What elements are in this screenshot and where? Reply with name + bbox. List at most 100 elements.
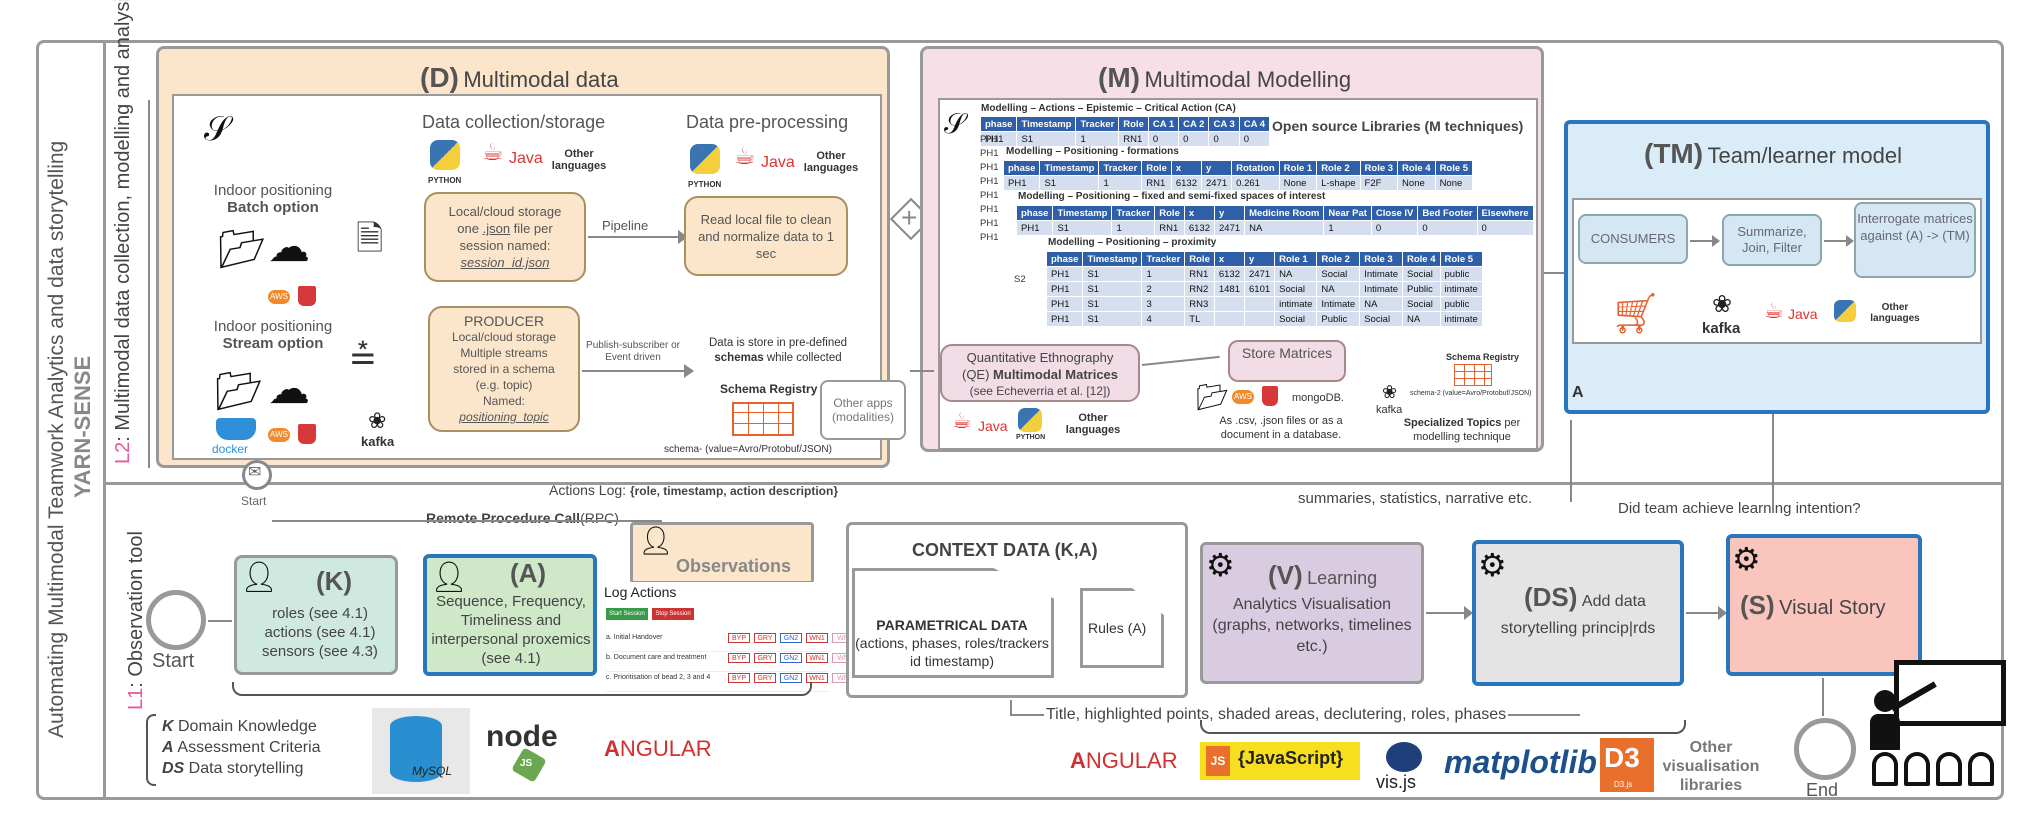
table4-header-cell: Role 4	[1402, 251, 1441, 267]
table3-cell: 0	[1417, 220, 1478, 236]
log-tag-button[interactable]: GN2	[780, 653, 802, 663]
table4-cell: S1	[1082, 296, 1143, 312]
specialized-topics: Specialized Topics per modelling techniq…	[1396, 416, 1528, 444]
log-tag-button[interactable]: GRY	[754, 633, 776, 643]
local-storage-card: Local/cloud storage one .json file per s…	[424, 192, 586, 282]
person-icon-obs: 👤︎	[638, 525, 674, 556]
table2-cell: PH1	[1002, 175, 1041, 191]
producer-4: (e.g. topic)	[475, 378, 533, 392]
table4-cell: Social	[1359, 311, 1403, 327]
stop-session-button[interactable]: Stop Session	[652, 608, 694, 620]
m-letter: (M)	[1098, 62, 1140, 93]
table4-cell	[1213, 311, 1246, 327]
table4-cell: S1	[1082, 281, 1143, 297]
legend-key: K	[162, 718, 178, 735]
log-tag-button[interactable]: WN1	[806, 653, 828, 663]
actions-log-b: {role, timestamp, action description}	[629, 484, 838, 498]
table2-header-cell: phase	[1002, 160, 1041, 176]
other-vis-label: Other visualisation libraries	[1662, 739, 1760, 794]
local-storage-4: session_id.json	[460, 255, 550, 270]
table1-cell: 0	[1238, 131, 1271, 147]
table3-cell: 0	[1476, 220, 1534, 236]
ds-to-s-arrowhead	[1718, 606, 1727, 620]
table4-cell	[1213, 296, 1246, 312]
docker-label: docker	[212, 442, 249, 456]
envelope-icon: ✉	[248, 464, 262, 481]
log-row-label: b. Document care and treatment	[606, 654, 707, 661]
python-logo-icon-tm	[1834, 300, 1856, 322]
stream-label: Stream option	[222, 335, 324, 352]
end-event	[1794, 718, 1856, 780]
local-storage-2a: one	[457, 221, 483, 236]
table2-header-cell: x	[1170, 160, 1203, 176]
table1-header-cell: CA 1	[1147, 116, 1180, 132]
table3-header-cell: y	[1213, 205, 1246, 221]
tm-title-text: Team/learner model	[1707, 143, 1902, 168]
audience-1	[1872, 752, 1898, 786]
qe-1: Quantitative Ethnography	[966, 350, 1114, 365]
table4-cell: 2	[1141, 281, 1186, 297]
table4-cell: 6132	[1213, 266, 1246, 282]
producer-1: Local/cloud storage	[451, 330, 557, 344]
store-matrices-label: Store Matrices	[1241, 345, 1333, 361]
log-row[interactable]: b. Document care and treatment BYP GRY GN2 W…	[606, 652, 854, 672]
parametrical-desc: (actions, phases, roles/trackers id time…	[855, 635, 1049, 669]
v-title: (V) Learning	[1268, 560, 1377, 591]
log-tag-button[interactable]: GRY	[754, 673, 776, 683]
tm-letter: (TM)	[1644, 138, 1704, 169]
producer-6: positioning_topic	[459, 410, 549, 424]
k-letter: (K)	[316, 566, 353, 596]
read-local-card: Read local file to clean and normalize d…	[684, 196, 848, 276]
table4-header-cell: Tracker	[1141, 251, 1186, 267]
indoor-label-1: Indoor positioning	[213, 182, 333, 199]
v-to-ds-arrow	[1426, 612, 1466, 614]
producer-title: PRODUCER	[463, 313, 545, 329]
left-column-divider	[103, 40, 106, 800]
table4-cell: PH1	[1045, 311, 1084, 327]
table4-cell: PH1	[1045, 296, 1084, 312]
table4-cell: PH1	[1045, 266, 1084, 282]
log-row-label: a. Initial Handover	[606, 634, 663, 641]
ph-stub: PH1	[980, 232, 999, 243]
table2-cell: 6132	[1170, 175, 1203, 191]
table1-cell: 0	[1208, 131, 1240, 147]
angular-a: A	[604, 736, 620, 761]
log-tag-button[interactable]: BYP	[728, 633, 750, 643]
start-session-button[interactable]: Start Session	[606, 608, 648, 620]
log-tag-button[interactable]: GN2	[780, 633, 802, 643]
local-storage-3: session named:	[459, 238, 551, 253]
actions-log: Actions Log: {role, timestamp, action de…	[549, 482, 838, 498]
log-tag-button[interactable]: WN1	[806, 633, 828, 643]
legend-item: A Assessment Criteria	[162, 737, 321, 758]
k-card	[234, 555, 398, 675]
visjs-eye-icon	[1386, 742, 1422, 772]
table2-cell: None	[1397, 175, 1436, 191]
visjs-label: vis.js	[1376, 772, 1416, 792]
scroll-icon-2: 𝒮	[944, 108, 966, 139]
log-tag-button[interactable]: BYP	[728, 673, 750, 683]
log-tag-button[interactable]: WN1	[806, 673, 828, 683]
log-tag-button[interactable]: GN2	[780, 673, 802, 683]
bracket-k-a	[232, 682, 812, 696]
table1-header-cell: CA 4	[1238, 116, 1271, 132]
table2-header-cell: Timestamp	[1039, 160, 1100, 176]
folder-icon-2: 📂︎	[215, 371, 264, 413]
table4-cell: 1481	[1213, 281, 1246, 297]
table4-header-cell: phase	[1045, 251, 1084, 267]
l1-label: L1: Observation tool	[125, 531, 148, 710]
consumers-arrowhead	[1712, 235, 1720, 247]
tm-a-label: A	[1572, 384, 1584, 401]
outer-frame	[36, 40, 2004, 800]
python-logo-icon	[430, 140, 460, 170]
log-tag-button[interactable]: GRY	[754, 653, 776, 663]
angular-rest-vis: NGULAR	[1085, 748, 1178, 773]
log-tag-button[interactable]: BYP	[728, 653, 750, 663]
table4-header-cell: Role 2	[1316, 251, 1361, 267]
ds-title: (DS) Add data	[1524, 582, 1646, 613]
